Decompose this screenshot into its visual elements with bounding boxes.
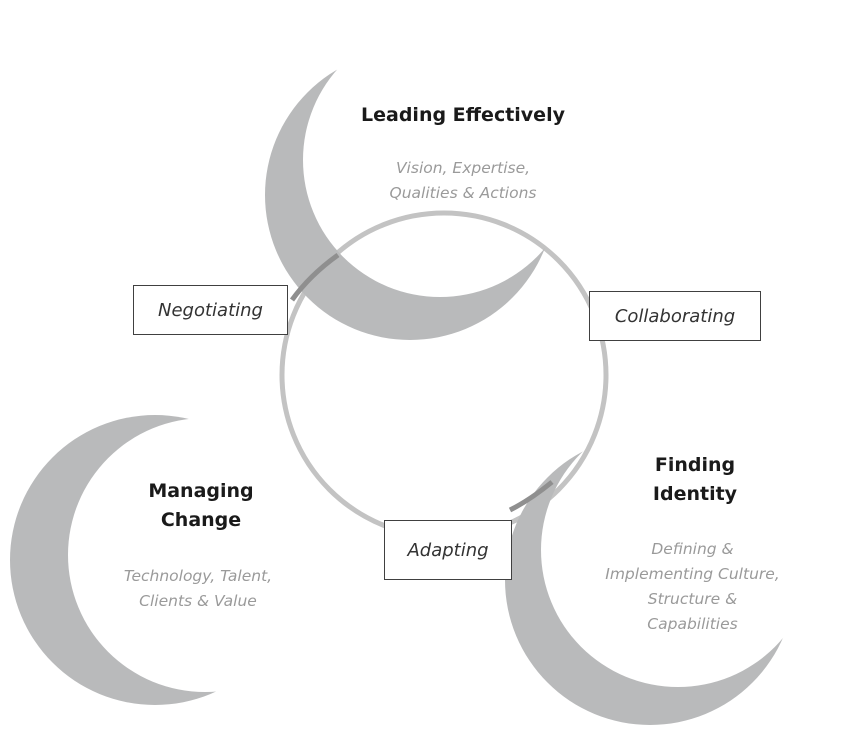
finding-crescent <box>505 435 795 725</box>
collaborating-box: Collaborating <box>589 291 761 341</box>
ring-overlap-bottom <box>508 480 554 513</box>
leading-title: Leading Effectively <box>361 104 565 126</box>
negotiating-box: Negotiating <box>133 285 288 335</box>
ring-overlap-top <box>289 252 340 302</box>
managing-subtitle: Technology, Talent, Clients & Value <box>123 567 273 610</box>
managing-crescent <box>10 415 300 705</box>
finding-subtitle: Defining & Implementing Culture, Structu… <box>605 540 780 633</box>
leading-subtitle: Vision, Expertise, Qualities & Actions <box>389 159 537 202</box>
adapting-box: Adapting <box>384 520 512 580</box>
leading-crescent <box>265 50 555 340</box>
finding-title: Finding Identity <box>652 454 738 505</box>
managing-title: Managing Change <box>148 480 254 531</box>
